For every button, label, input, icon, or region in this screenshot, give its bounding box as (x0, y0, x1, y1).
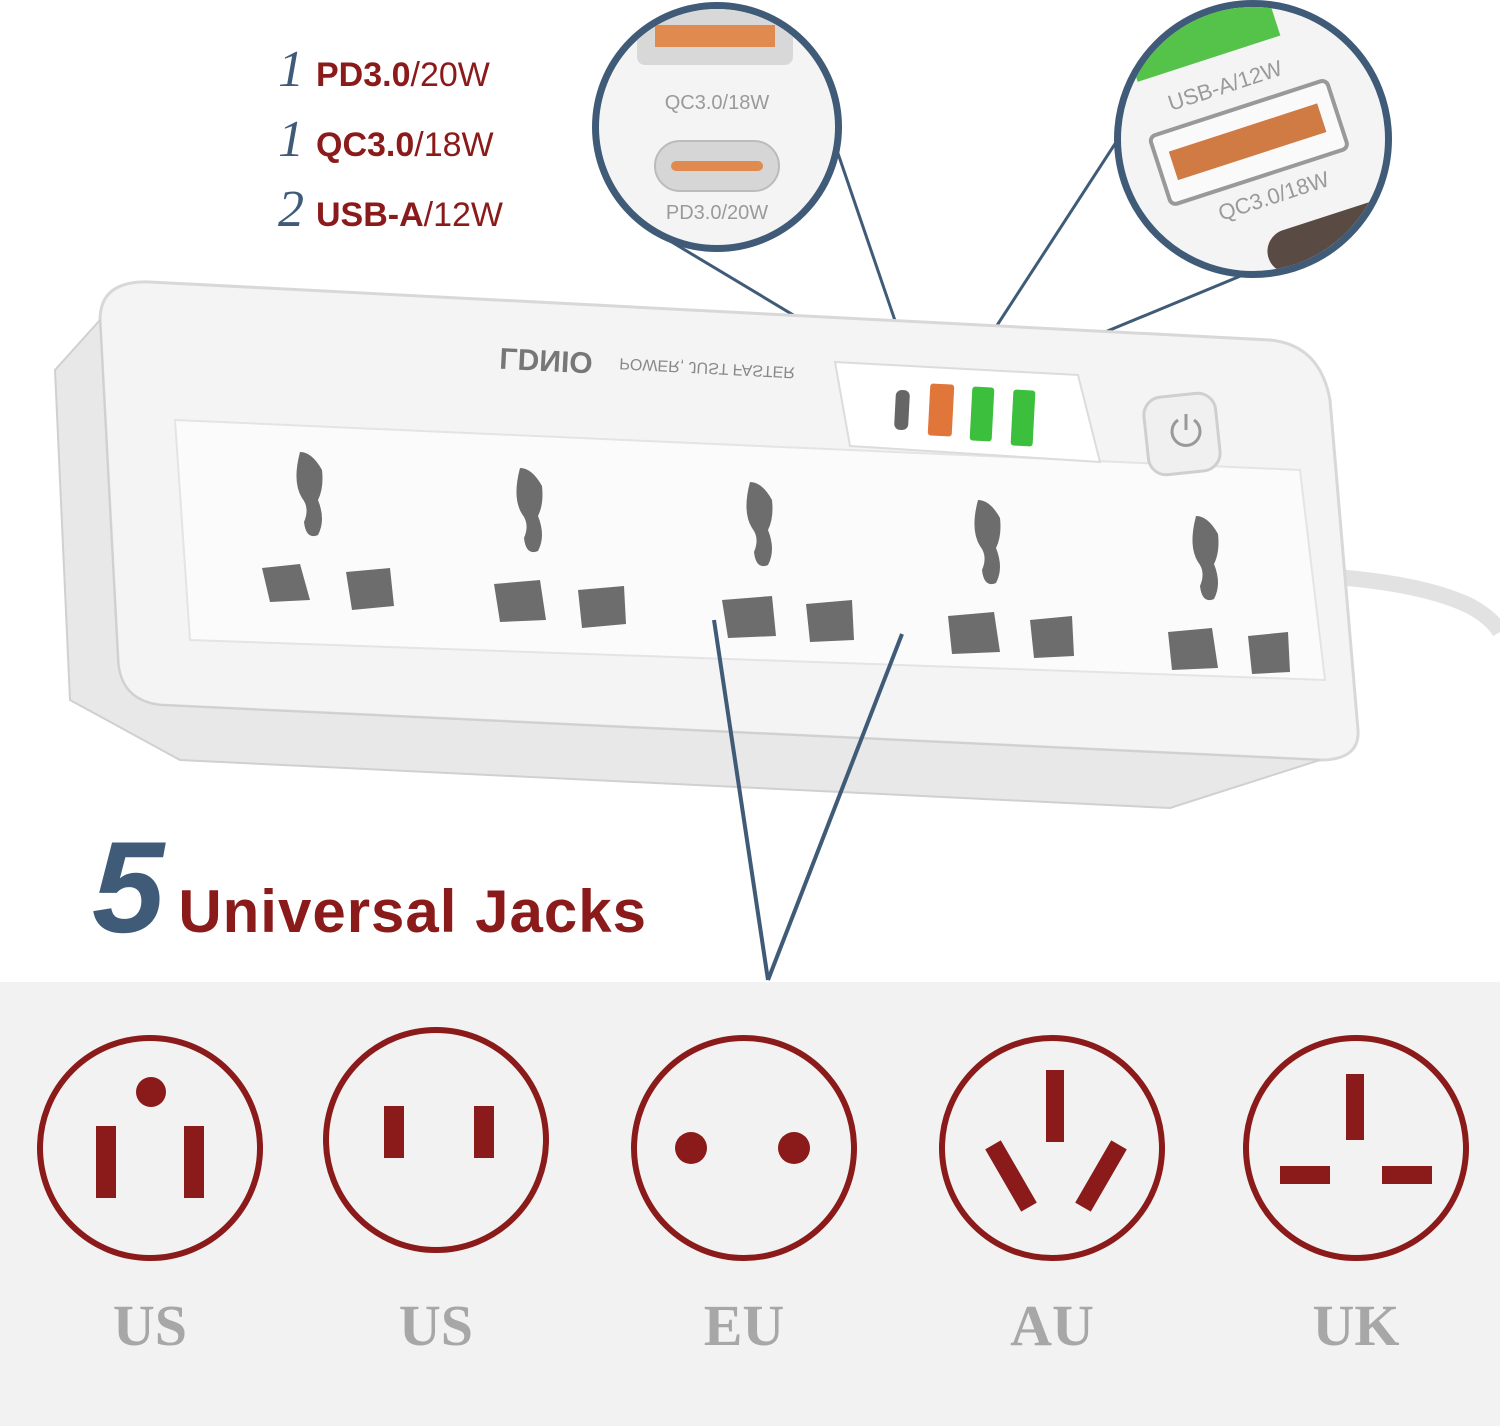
spec-count: 1 (278, 111, 304, 168)
spec-power: /12W (423, 196, 504, 234)
spec-power: /18W (414, 126, 494, 164)
headline-text: Universal Jacks (178, 878, 647, 945)
jack-callout-lines (712, 619, 904, 981)
eu-outlet-icon (631, 1035, 857, 1261)
brand-logo: LDNIO (499, 341, 594, 379)
standard-au: AU (932, 1022, 1172, 1382)
spec-row-qc: 1 QC3.0 /18W (262, 110, 592, 180)
us-3pin-outlet-icon (37, 1035, 263, 1261)
usb-c-port (894, 389, 910, 431)
au-outlet-icon (939, 1035, 1165, 1261)
standard-label: US (112, 1293, 188, 1358)
usb-panel (833, 360, 1102, 464)
uk-outlet-icon (1243, 1035, 1469, 1261)
usb-a-port-2 (1010, 389, 1036, 447)
power-cord (1319, 568, 1500, 637)
qc-port (927, 383, 955, 437)
standard-label: AU (1010, 1293, 1094, 1358)
spec-name: PD3.0 (316, 56, 411, 94)
outlet-4 (948, 500, 1074, 658)
zoom-left-bottom-label: PD3.0/20W (666, 202, 768, 224)
headline-count: 5 (92, 814, 165, 960)
spec-count: 2 (278, 181, 304, 238)
zoom-right-detail: USB-A/12W QC3.0/18W (1121, 7, 1385, 271)
spec-power: /20W (410, 56, 490, 94)
port-spec-list: 1 PD3.0 /20W 1 QC3.0 /18W 2 USB-A /12W (262, 40, 592, 250)
headline: 5 Universal Jacks (92, 822, 647, 952)
zoom-circle-usba-qc: USB-A/12W QC3.0/18W (1114, 0, 1392, 278)
standard-label: US (398, 1293, 474, 1358)
zoom-left-detail: QC3.0/18W PD3.0/20W (637, 9, 793, 224)
spec-name: QC3.0 (316, 126, 415, 164)
standard-us-3pin: US (30, 1022, 270, 1382)
standard-us-2pin: US (316, 1022, 556, 1382)
power-icon (1170, 418, 1202, 447)
outlet-1 (262, 452, 394, 610)
spec-row-pd: 1 PD3.0 /20W (262, 40, 592, 110)
spec-row-usba: 2 USB-A /12W (262, 180, 592, 250)
power-button[interactable] (1142, 391, 1222, 477)
outlet-3 (722, 482, 854, 642)
zoom-left-top-label: QC3.0/18W (665, 92, 770, 114)
spec-count: 1 (278, 41, 304, 98)
outlet-2 (494, 468, 626, 628)
standard-label: EU (703, 1293, 785, 1358)
outlet-5 (1168, 516, 1290, 674)
spec-name: USB-A (316, 196, 424, 234)
standard-label: UK (1312, 1293, 1400, 1358)
standard-eu: EU (624, 1022, 864, 1382)
us-2pin-outlet-icon (323, 1027, 549, 1253)
usb-a-port-1 (969, 386, 995, 442)
plug-standards-band: US US EU AU UK (0, 982, 1500, 1426)
power-strip-illustration: LDNIO POWER, JUST FASTER (53, 89, 1500, 981)
standard-uk: UK (1236, 1022, 1476, 1382)
zoom-circle-pd-qc: QC3.0/18W PD3.0/20W (592, 2, 842, 252)
